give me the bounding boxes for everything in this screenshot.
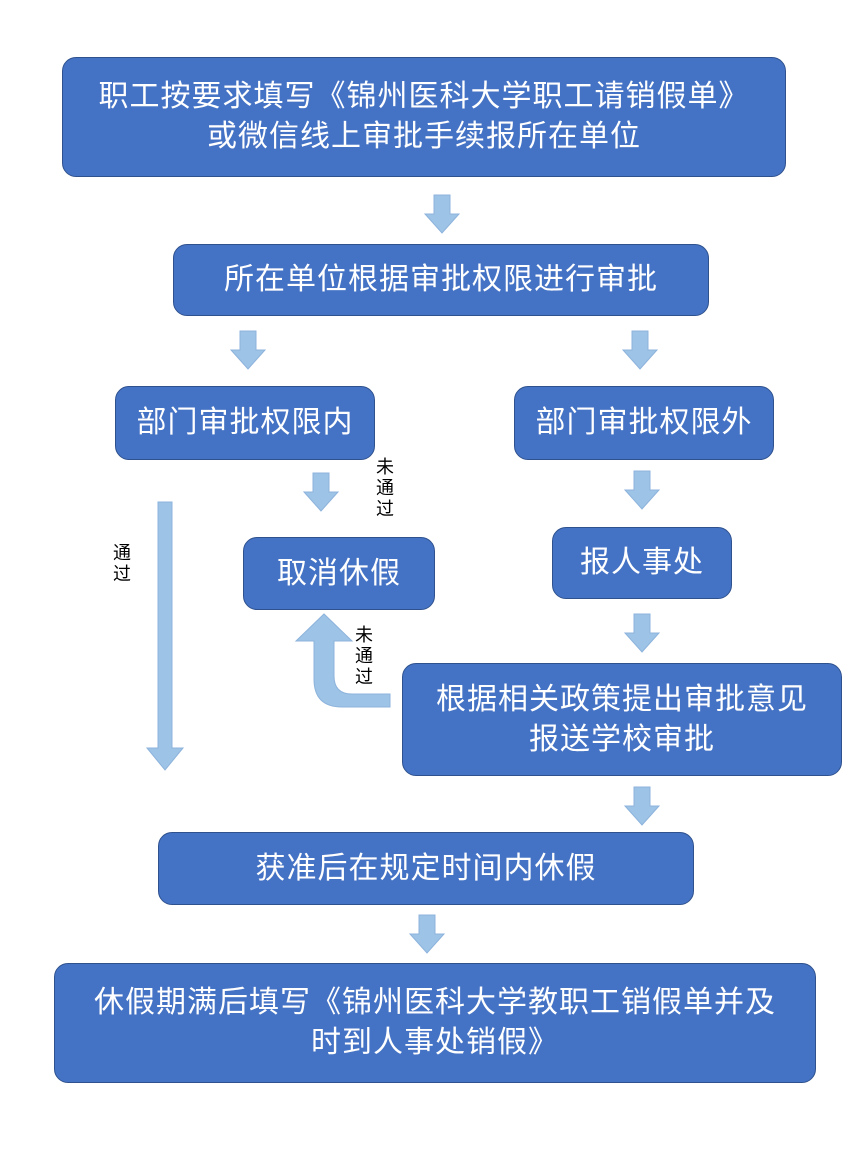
step-take-leave: 获准后在规定时间内休假	[158, 832, 694, 905]
step-beyond-authority: 部门审批权限外	[514, 386, 774, 460]
label-not-passed-bottom: 未 通 过	[355, 625, 373, 688]
long-down-arrow-icon	[145, 501, 185, 771]
curved-arrow-icon	[294, 613, 391, 708]
step-cancel-leave-text: 取消休假	[277, 555, 401, 591]
step-take-leave-text: 获准后在规定时间内休假	[255, 850, 597, 886]
step-report-hr: 报人事处	[552, 527, 732, 599]
down-arrow-icon	[230, 330, 266, 370]
label-not-passed-top: 未 通 过	[376, 457, 394, 520]
step-submit-line1: 职工按要求填写《锦州医科大学职工请销假单》	[98, 79, 750, 114]
down-arrow-icon	[624, 786, 660, 826]
step-school-review-line1: 根据相关政策提出审批意见	[436, 681, 808, 717]
step-within-authority: 部门审批权限内	[115, 386, 375, 460]
step-end-leave: 休假期满后填写《锦州医科大学教职工销假单并及 时到人事处销假》	[54, 963, 816, 1083]
step-school-review-line2: 报送学校审批	[529, 721, 715, 757]
step-end-leave-line2: 时到人事处销假》	[311, 1025, 559, 1060]
down-arrow-icon	[624, 470, 660, 510]
step-cancel-leave: 取消休假	[243, 537, 435, 610]
down-arrow-icon	[622, 330, 658, 370]
step-beyond-authority-text: 部门审批权限外	[535, 405, 753, 440]
down-arrow-icon	[409, 914, 445, 954]
step-within-authority-text: 部门审批权限内	[136, 405, 354, 440]
down-arrow-icon	[424, 194, 460, 234]
step-submit-request: 职工按要求填写《锦州医科大学职工请销假单》 或微信线上审批手续报所在单位	[62, 57, 786, 177]
step-submit-line2: 或微信线上审批手续报所在单位	[207, 119, 641, 154]
step-unit-approval: 所在单位根据审批权限进行审批	[173, 244, 709, 316]
down-arrow-icon	[624, 613, 660, 653]
label-passed: 通 过	[113, 543, 131, 585]
step-end-leave-line1: 休假期满后填写《锦州医科大学教职工销假单并及	[94, 985, 776, 1020]
step-school-review: 根据相关政策提出审批意见 报送学校审批	[402, 663, 842, 776]
step-unit-approval-text: 所在单位根据审批权限进行审批	[224, 262, 658, 297]
down-arrow-icon	[303, 472, 339, 512]
step-report-hr-text: 报人事处	[580, 545, 704, 580]
